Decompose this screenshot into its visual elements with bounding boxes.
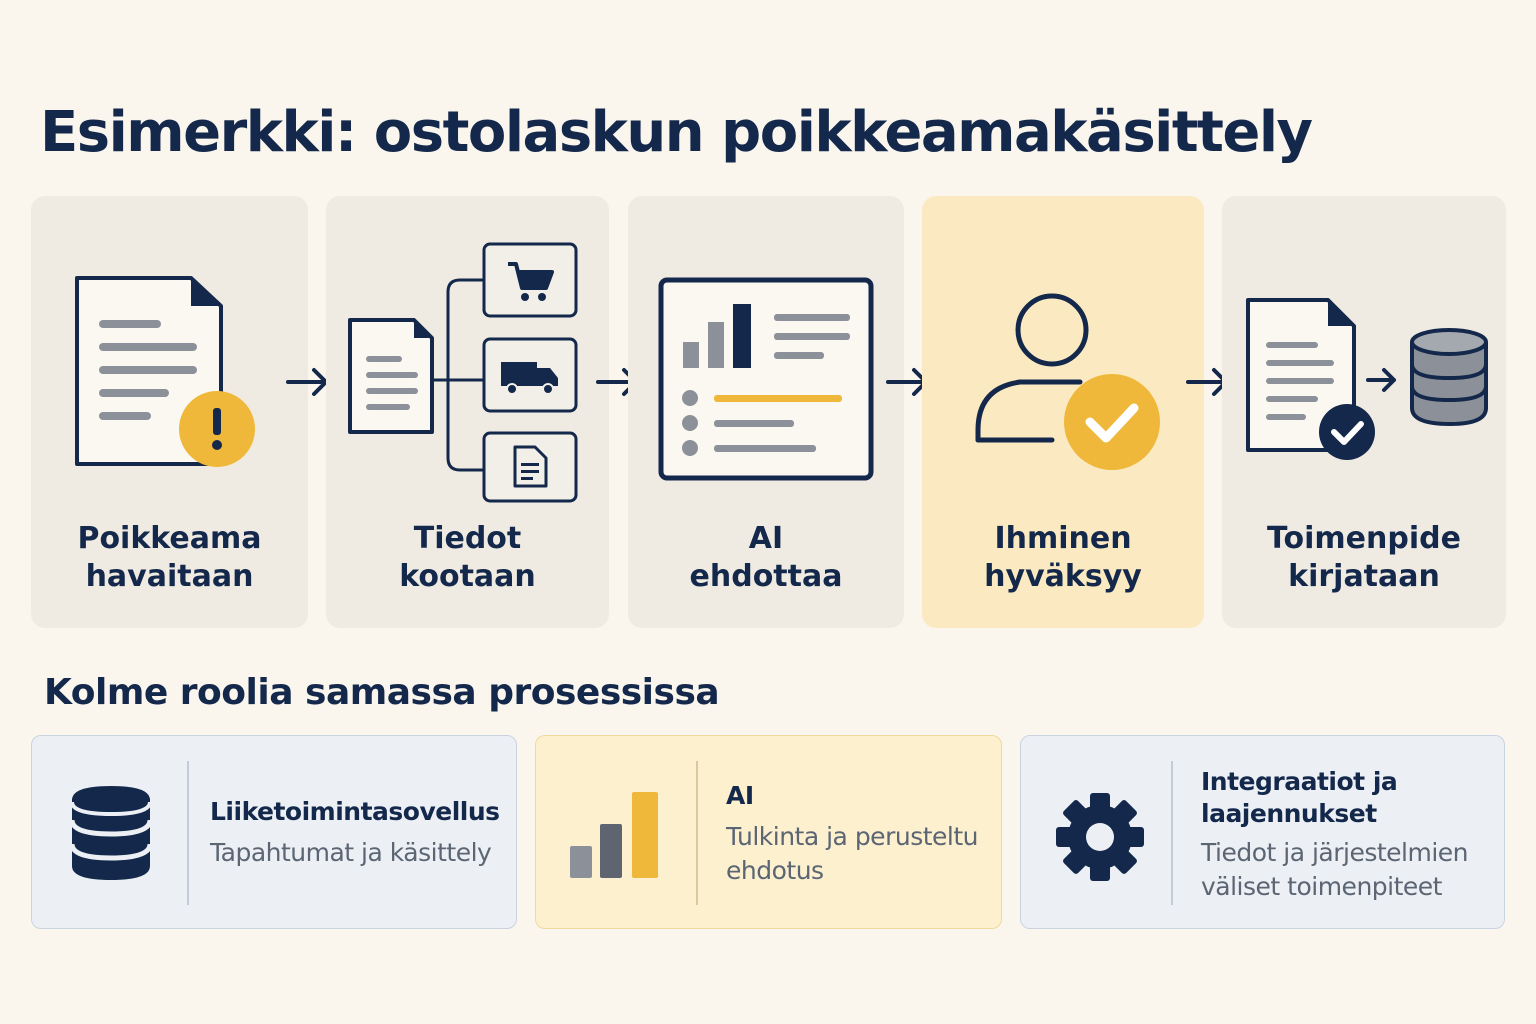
section-title: Kolme roolia samassa prosessissa [44,672,720,713]
step-label-line1: Tiedot [413,521,522,556]
page-title: Esimerkki: ostolaskun poikkeamakäsittely [40,100,1313,165]
file-icon [513,445,548,488]
step-label-line1: Toimenpide [1267,521,1461,556]
step-card-ai-suggests: AI ehdottaa [628,196,904,628]
database-icon [1410,328,1488,427]
step-label-line1: Poikkeama [77,521,262,556]
truck-icon [501,362,558,395]
cart-icon [508,262,554,301]
step-label-line1: AI [748,521,784,556]
role-description-line1: Tulkinta ja perusteltu [726,822,979,851]
step-label-line2: kirjataan [1288,559,1440,594]
step-label-line2: havaitaan [85,559,254,594]
step-card-collect: Tiedot kootaan [326,196,609,628]
role-card-business-app: Liiketoimintasovellus Tapahtumat ja käsi… [31,735,517,929]
step-label-line2: kootaan [399,559,536,594]
role-description: Tapahtumat ja käsittely [210,838,492,867]
document-warning-icon [75,276,255,467]
data-collect-icon [348,242,578,503]
dashboard-icon [658,277,874,481]
arrow-right-icon [286,368,328,396]
step-label-line2: ehdottaa [689,559,843,594]
role-title: AI [726,781,754,810]
document-database-icon [1246,298,1488,460]
gear-icon [1056,793,1144,881]
bar-chart-icon [570,792,658,878]
role-title-line2: laajennukset [1201,799,1377,828]
step-card-human-approves: Ihminen hyväksyy [922,196,1204,628]
role-title-line1: Integraatiot ja [1201,767,1398,796]
role-card-ai: AI Tulkinta ja perusteltu ehdotus [535,735,1002,929]
role-description-line2: ehdotus [726,856,824,885]
role-description-line2: väliset toimenpiteet [1201,872,1442,901]
step-label-line1: Ihminen [994,521,1132,556]
user-check-icon [975,293,1160,470]
step-card-detected: Poikkeama havaitaan [31,196,308,628]
database-icon [69,786,153,880]
step-label-line2: hyväksyy [984,559,1142,594]
role-description-line1: Tiedot ja järjestelmien [1201,838,1469,867]
step-card-action-logged: Toimenpide kirjataan [1222,196,1506,628]
role-card-integrations: Integraatiot ja laajennukset Tiedot ja j… [1020,735,1505,929]
role-title: Liiketoimintasovellus [210,797,500,826]
